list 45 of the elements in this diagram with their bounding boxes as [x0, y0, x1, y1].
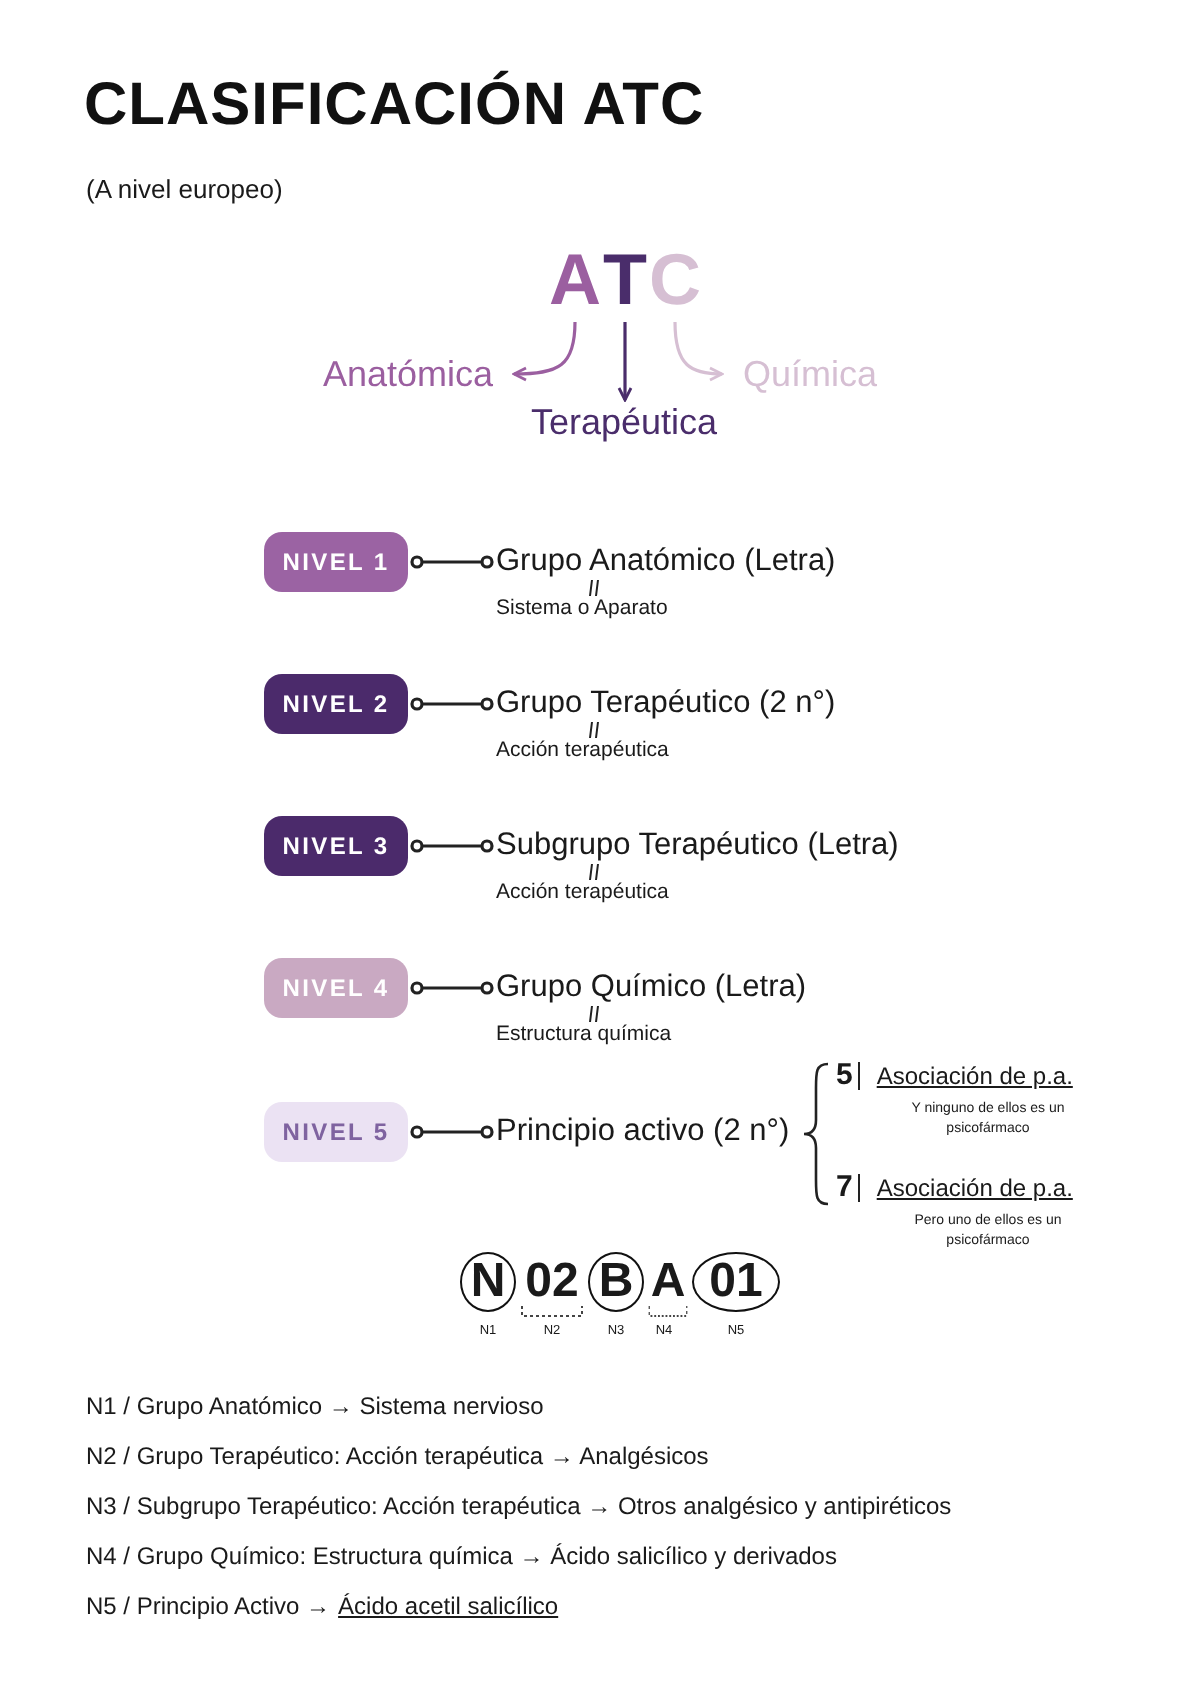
- level-name: Grupo Químico (Letra): [496, 968, 807, 1008]
- subtitle: (A nivel europeo): [86, 174, 283, 204]
- option-number: 5: [836, 1062, 861, 1090]
- code-character: A: [648, 1252, 688, 1312]
- example-line: N2 / Grupo Terapéutico: Acción terapéutica → Analgésicos: [86, 1440, 709, 1472]
- level-description: Sistema o Aparato: [496, 596, 668, 622]
- level-pill: NIVEL 4: [264, 958, 408, 1018]
- level-pill: NIVEL 5: [264, 1102, 408, 1162]
- code-character: N: [460, 1252, 516, 1312]
- code-character: 01: [692, 1252, 780, 1312]
- example-line: N5 / Principio Activo →: [86, 1590, 331, 1622]
- dot-connector: [410, 555, 494, 569]
- arrow: [617, 322, 633, 402]
- dot-connector: [410, 697, 494, 711]
- dot-connector: [410, 1125, 494, 1139]
- dot-connector: [410, 981, 494, 995]
- example-line: N3 / Subgrupo Terapéutico: Acción terapéutica → Otros analgésico y antipiréticos: [86, 1490, 952, 1522]
- code-character: 02: [523, 1252, 581, 1312]
- category-label: Química: [728, 352, 892, 396]
- arrow: [512, 321, 577, 382]
- title: CLASIFICACIÓN ATC: [84, 72, 705, 140]
- dot-connector: [410, 839, 494, 853]
- level-description: Estructura química: [496, 1022, 672, 1048]
- example-result: Ácido acetil salicílico: [338, 1590, 559, 1622]
- arrow: [673, 321, 724, 382]
- heading-letter: A: [548, 242, 602, 318]
- code-character: B: [588, 1252, 644, 1312]
- example-line: N4 / Grupo Químico: Estructura química → Ácido salicílico y derivados: [86, 1540, 837, 1572]
- category-label: Terapéutica: [512, 400, 736, 448]
- level-name: Grupo Terapéutico (2 n°): [496, 684, 836, 724]
- level-pill: NIVEL 1: [264, 532, 408, 592]
- heading-letter: T: [602, 242, 648, 318]
- heading-letter: C: [648, 242, 702, 318]
- level-description: Acción terapéutica: [496, 880, 669, 906]
- example-line: N1 / Grupo Anatómico → Sistema nervioso: [86, 1390, 544, 1422]
- level-description: Acción terapéutica: [496, 738, 669, 764]
- option-heading: Asociación de p.a.: [876, 1174, 1073, 1202]
- level-name: Principio activo (2 n°): [496, 1112, 790, 1152]
- option-number: 7: [836, 1174, 861, 1202]
- level-pill: NIVEL 2: [264, 674, 408, 734]
- level-pill: NIVEL 3: [264, 816, 408, 876]
- option-heading: Asociación de p.a.: [876, 1062, 1073, 1090]
- level-name: Subgrupo Terapéutico (Letra): [496, 826, 899, 866]
- category-label: Anatómica: [308, 352, 508, 396]
- level-name: Grupo Anatómico (Letra): [496, 542, 836, 582]
